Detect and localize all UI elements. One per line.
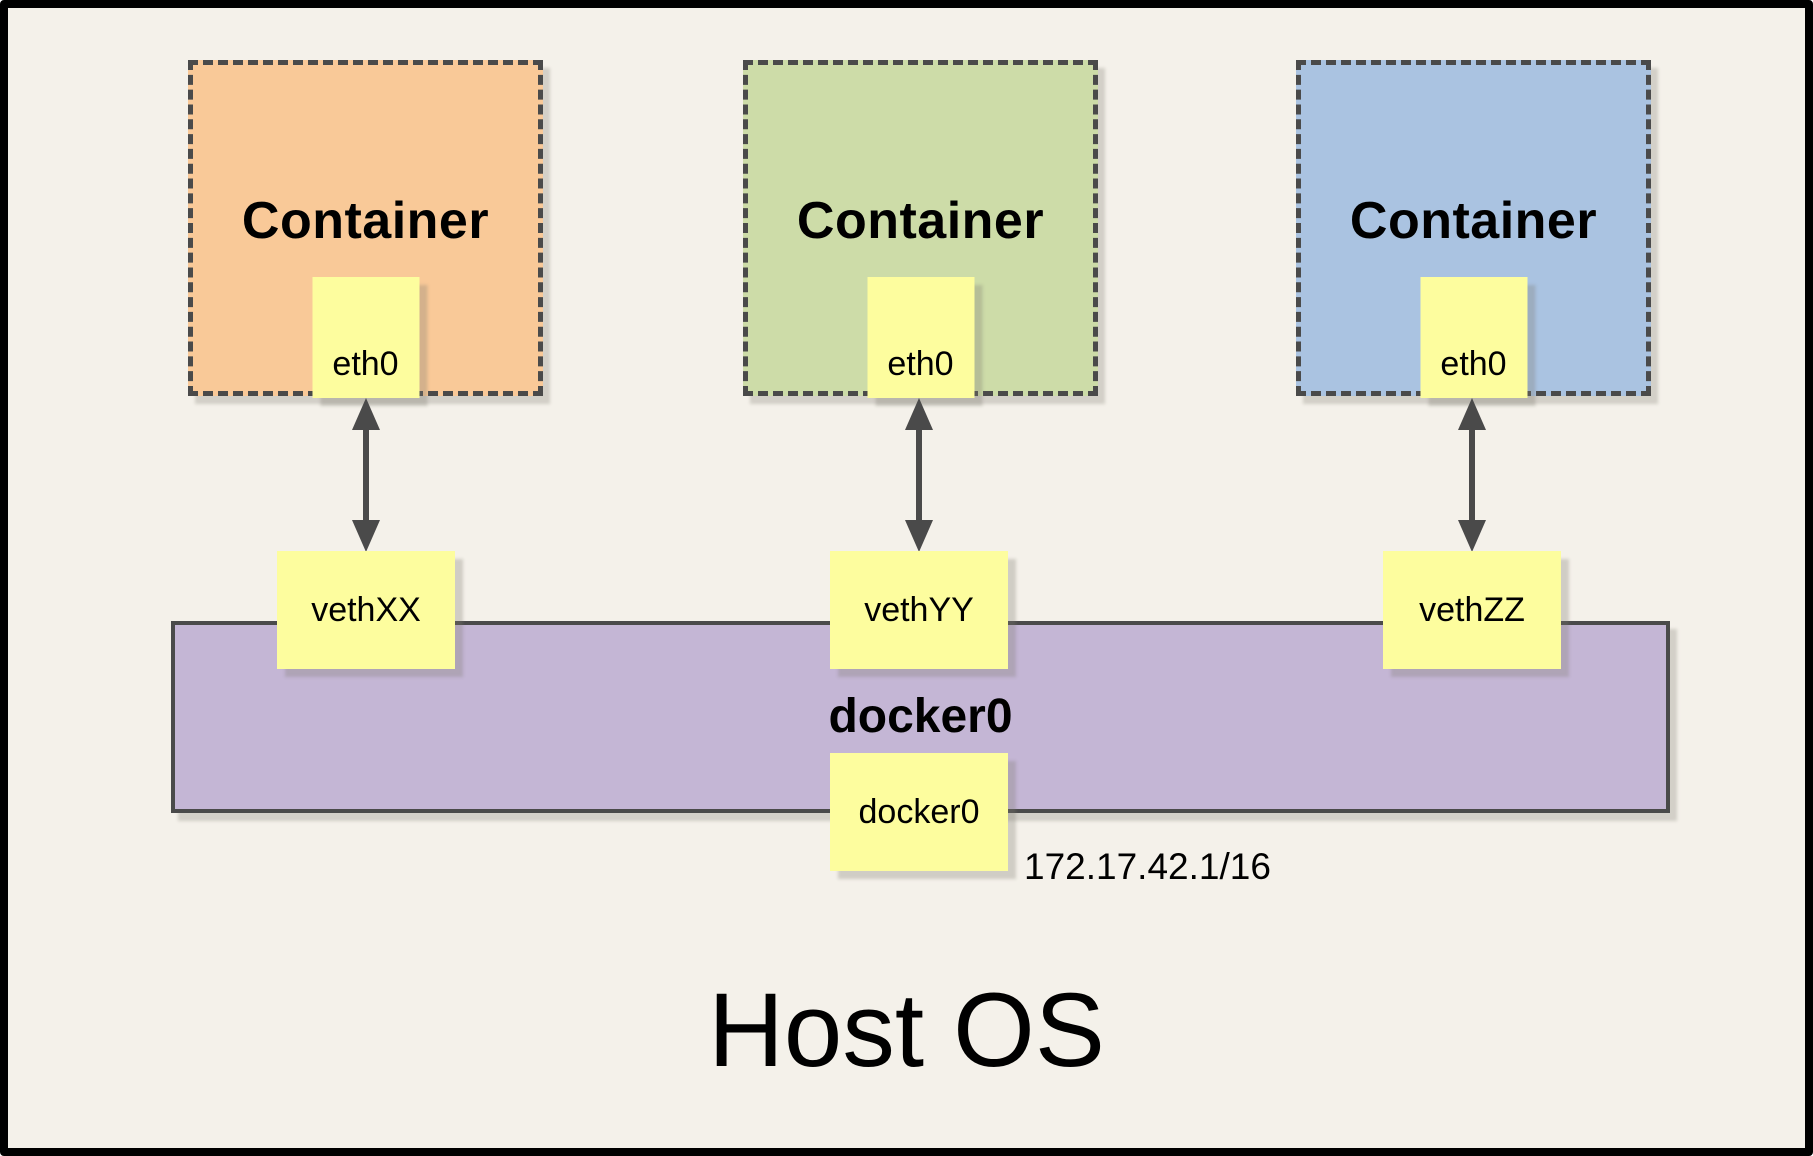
docker0-bridge-label: docker0 xyxy=(828,690,1013,743)
eth0-node: eth0 xyxy=(867,277,974,398)
eth0-label: eth0 xyxy=(332,345,399,383)
double-arrow-icon xyxy=(905,398,933,552)
vethYY-label: vethYY xyxy=(864,590,974,629)
docker0-interface-label: docker0 xyxy=(858,792,980,831)
double-arrow-icon xyxy=(352,398,380,552)
docker0-interface-node: docker0 xyxy=(830,753,1008,871)
eth0-label: eth0 xyxy=(887,345,954,383)
eth0-label: eth0 xyxy=(1440,345,1507,383)
vethXX-node: vethXX xyxy=(277,551,455,669)
vethYY-node: vethYY xyxy=(830,551,1008,669)
container-box-2: Container eth0 xyxy=(743,60,1098,398)
host-os-label: Host OS xyxy=(708,972,1105,1089)
container-label: Container xyxy=(1349,192,1598,250)
bridge-ip-annotation: 172.17.42.1/16 xyxy=(1024,846,1271,887)
vethZZ-label: vethZZ xyxy=(1419,590,1525,629)
container-label: Container xyxy=(796,192,1045,250)
container-box-1: Container eth0 xyxy=(188,60,543,398)
double-arrow-icon xyxy=(1458,398,1486,552)
container-label: Container xyxy=(241,192,490,250)
container-box-3: Container eth0 xyxy=(1296,60,1651,398)
eth0-node: eth0 xyxy=(1420,277,1527,398)
eth0-node: eth0 xyxy=(312,277,419,398)
vethZZ-node: vethZZ xyxy=(1383,551,1561,669)
vethXX-label: vethXX xyxy=(311,590,421,629)
